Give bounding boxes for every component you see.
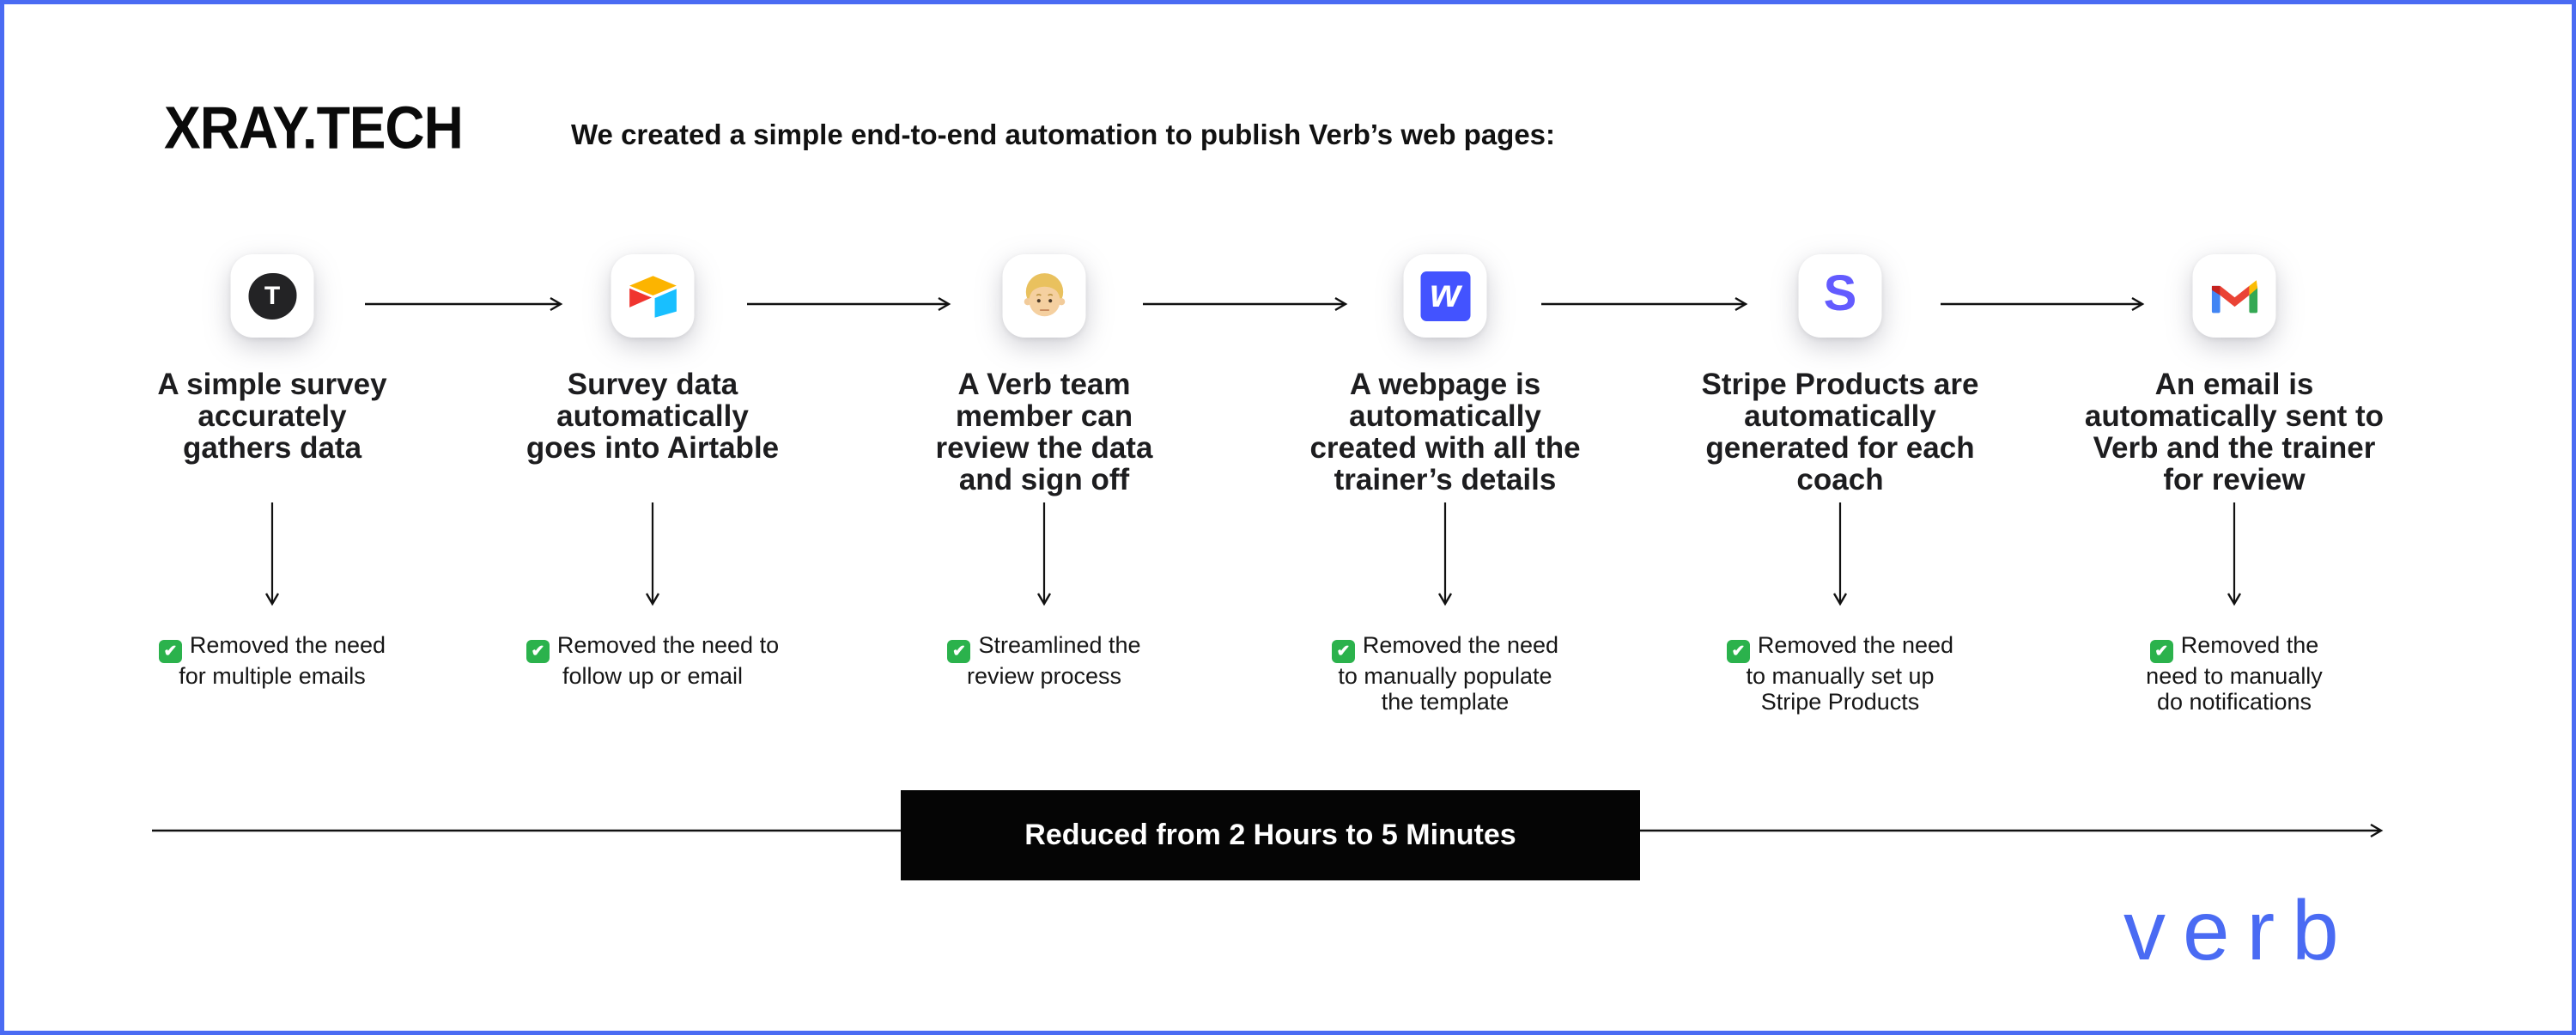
page-title: We created a simple end-to-end automatio…	[571, 119, 1556, 150]
webflow-icon: w	[1403, 254, 1487, 338]
gmail-icon	[2192, 254, 2276, 338]
step-title: A webpage is automatically created with …	[1309, 368, 1581, 496]
step-title: Survey data automatically goes into Airt…	[526, 368, 780, 465]
check-icon: ✔	[947, 640, 971, 663]
person-icon	[1002, 254, 1086, 338]
typeform-icon: T	[230, 254, 314, 338]
step-gmail: An email is automatically sent to Verb a…	[2028, 4, 2440, 1031]
verb-logo: verb	[2123, 883, 2356, 977]
step-benefit: ✔Removed the need to manually populate t…	[1239, 632, 1651, 715]
step-benefit: ✔Removed the need for multiple emails	[66, 632, 478, 689]
stripe-letter: S	[1823, 265, 1857, 321]
banner-label: Reduced from 2 Hours to 5 Minutes	[1024, 819, 1516, 851]
xray-tech-logo: XRAY.TECH	[164, 94, 464, 161]
typeform-logo-blob: T	[248, 272, 296, 320]
webflow-logo-square: w	[1420, 271, 1470, 321]
person-emoji	[1024, 272, 1065, 316]
step-title: A Verb team member can review the data a…	[935, 368, 1153, 496]
step-benefit: ✔Removed the need to manually do notific…	[2028, 632, 2440, 715]
gmail-logo	[2211, 279, 2257, 313]
step-human-review: A Verb team member can review the data a…	[838, 4, 1250, 1031]
step-webflow: w A webpage is automatically created wit…	[1239, 4, 1651, 1031]
benefit-text: Removed the need to manually populate th…	[1338, 632, 1559, 715]
step-benefit: ✔Streamlined the review process	[838, 632, 1250, 689]
step-title: A simple survey accurately gathers data	[157, 368, 387, 465]
check-icon: ✔	[526, 640, 550, 663]
check-icon: ✔	[1726, 640, 1750, 663]
step-benefit: ✔ Removed the need to follow up or email	[447, 632, 859, 689]
benefit-text: Removed the need to manually set up Stri…	[1746, 632, 1954, 715]
step-benefit: ✔Removed the need to manually set up Str…	[1634, 632, 2046, 715]
step-typeform: T A simple survey accurately gathers dat…	[66, 4, 478, 1031]
benefit-text: Removed the need to manually do notifica…	[2146, 632, 2323, 715]
typeform-letter: T	[264, 281, 281, 310]
step-stripe: S Stripe Products are automatically gene…	[1634, 4, 2046, 1031]
check-icon: ✔	[2149, 640, 2173, 663]
benefit-text: Removed the need to follow up or email	[556, 632, 780, 689]
step-title: Stripe Products are automatically genera…	[1701, 368, 1979, 496]
webflow-letter: w	[1430, 270, 1461, 315]
check-icon: ✔	[158, 640, 182, 663]
time-savings-banner: Reduced from 2 Hours to 5 Minutes	[901, 790, 1640, 880]
airtable-icon	[611, 254, 695, 338]
airtable-logo	[629, 275, 677, 318]
step-airtable: Survey data automatically goes into Airt…	[447, 4, 859, 1031]
check-icon: ✔	[1331, 640, 1355, 663]
stripe-icon: S	[1798, 254, 1882, 338]
benefit-text: Removed the need for multiple emails	[179, 632, 386, 689]
step-title: An email is automatically sent to Verb a…	[2084, 368, 2385, 496]
benefit-text: Streamlined the review process	[966, 632, 1141, 689]
